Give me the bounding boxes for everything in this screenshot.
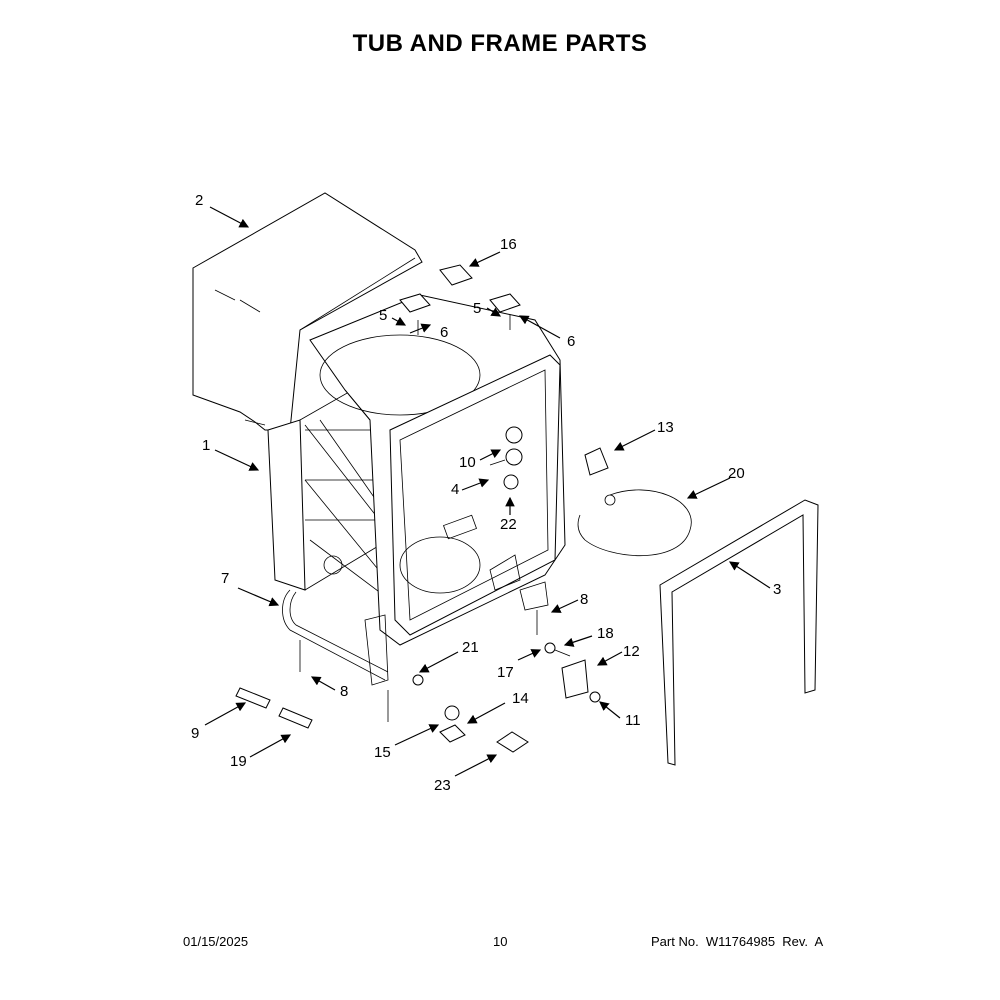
- page-title: TUB AND FRAME PARTS: [352, 30, 648, 57]
- callout-1: 1: [202, 437, 210, 454]
- callout-11: 11: [625, 712, 641, 729]
- wall-fittings: [489, 426, 523, 490]
- footer-date: 01/15/2025: [183, 934, 249, 949]
- screw-18: [544, 642, 571, 657]
- callout-6: 6: [440, 324, 448, 341]
- top-brackets: [399, 264, 521, 335]
- callout-16: 16: [500, 236, 517, 253]
- callout-17: 17: [497, 664, 514, 681]
- callout-14: 14: [512, 690, 529, 707]
- callout-15: 15: [374, 744, 391, 761]
- callout-10: 10: [459, 454, 476, 471]
- callout-2: 2: [195, 192, 203, 209]
- callout-20: 20: [728, 465, 745, 482]
- callout-22: 22: [500, 516, 517, 533]
- leader-lines: [204, 206, 771, 777]
- tub-body: [309, 294, 566, 646]
- footer-page-number: 10: [493, 934, 508, 949]
- callout-5: 5: [473, 300, 481, 317]
- part-14: [439, 705, 466, 743]
- callout-21: 21: [462, 639, 479, 656]
- door-gasket: [659, 499, 819, 766]
- base-frame: [299, 581, 549, 722]
- drain-tube: [282, 589, 389, 681]
- callout-7: 7: [221, 570, 229, 587]
- screw-21: [412, 674, 424, 686]
- part-23: [496, 731, 529, 753]
- callout-5: 5: [379, 307, 387, 324]
- callout-3: 3: [773, 581, 781, 598]
- callout-4: 4: [451, 481, 459, 498]
- callout-12: 12: [623, 643, 640, 660]
- pad-19: [278, 707, 313, 729]
- bracket-13: [584, 447, 609, 476]
- callout-23: 23: [434, 777, 451, 794]
- callout-19: 19: [230, 753, 247, 770]
- callout-6: 6: [567, 333, 575, 350]
- callout-18: 18: [597, 625, 614, 642]
- callout-13: 13: [657, 419, 674, 436]
- screw-11: [589, 691, 601, 703]
- callout-labels: 1 2 3 4 5 5 6 6 7 8 8 9 10 11 12 13 14 1…: [191, 192, 781, 794]
- callout-9: 9: [191, 725, 199, 742]
- callout-8: 8: [340, 683, 348, 700]
- tub-side-frame: [267, 379, 396, 601]
- footer-part-number: Part No. W11764985 Rev. A: [651, 934, 824, 949]
- cable-20: [577, 489, 692, 557]
- part-12: [561, 659, 589, 699]
- spring-9: [235, 687, 271, 709]
- callout-8: 8: [580, 591, 588, 608]
